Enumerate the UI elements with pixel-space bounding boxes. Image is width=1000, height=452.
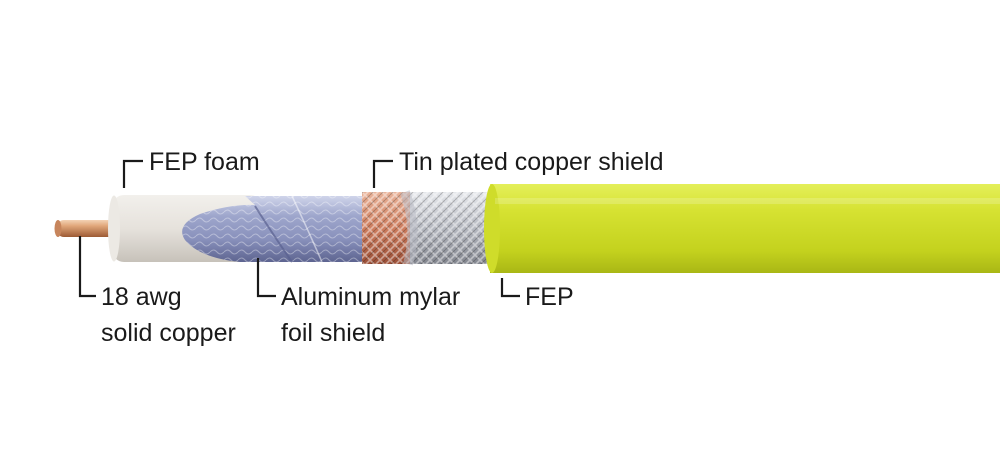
label-foil-line1: Aluminum mylar (281, 283, 460, 311)
label-conductor-line2: solid copper (101, 319, 236, 347)
label-conductor-line1: 18 awg (101, 283, 182, 311)
label-foil-line2: foil shield (281, 319, 385, 347)
label-tin-plated-copper-shield: Tin plated copper shield (399, 148, 664, 176)
label-fep-foam: FEP foam (149, 148, 260, 176)
leader-lines (78, 159, 520, 298)
label-fep-jacket: FEP (525, 283, 574, 311)
fep-jacket (484, 184, 1000, 273)
aluminum-foil-shield (160, 195, 372, 263)
tin-plated-copper-braid (362, 190, 500, 266)
